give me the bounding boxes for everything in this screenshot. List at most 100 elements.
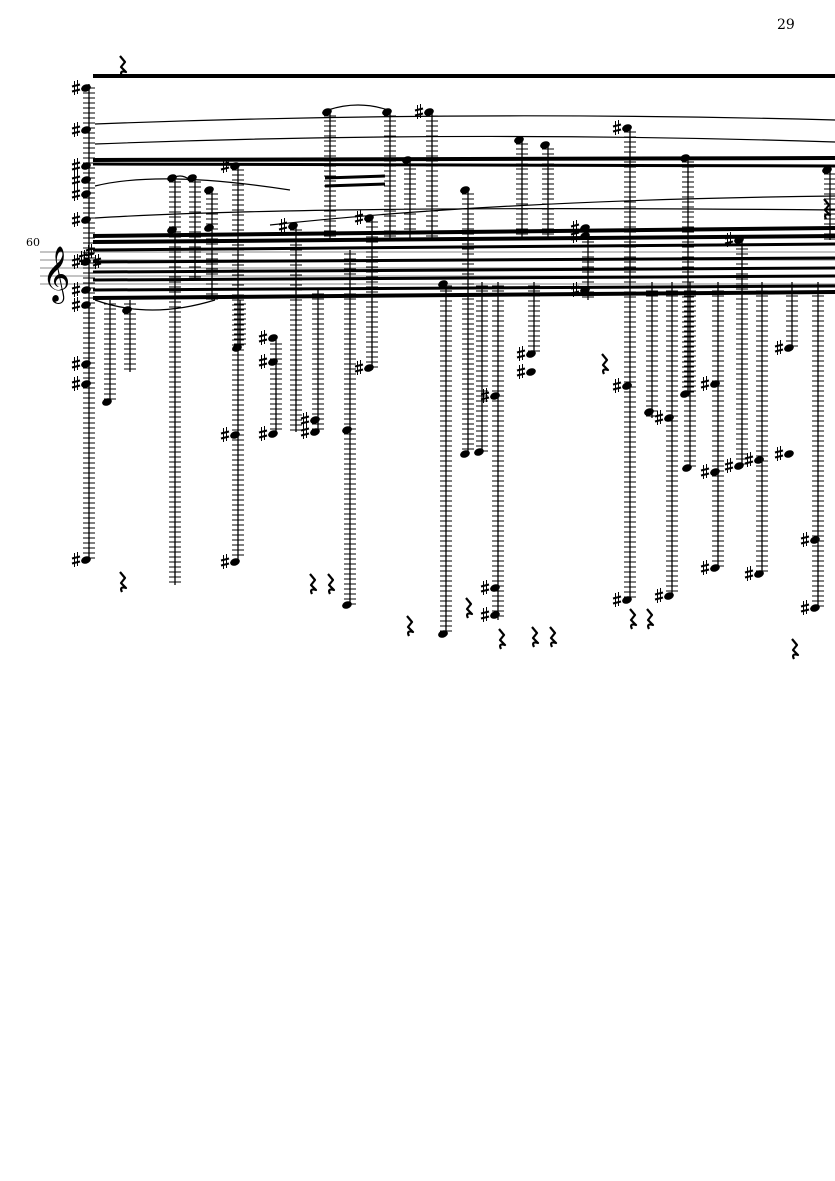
sharp-stroke [258, 338, 268, 343]
sharp-icon [414, 104, 424, 119]
sharp-icon [774, 340, 784, 355]
sharp-icon [724, 232, 734, 247]
notehead [734, 462, 744, 470]
notehead [822, 166, 832, 174]
sharp-stroke [300, 432, 310, 437]
sharp-stroke [71, 215, 81, 220]
sharp-stroke [414, 112, 424, 117]
sharp-stroke [516, 372, 526, 377]
notehead [204, 224, 214, 232]
notehead [81, 380, 91, 388]
sharp-icon [71, 356, 81, 371]
sharp-stroke [744, 460, 754, 465]
sharp-stroke [654, 413, 664, 418]
sharp-icon [354, 360, 364, 375]
sharp-stroke [570, 236, 580, 241]
slurs [94, 104, 835, 311]
sharp-stroke [516, 354, 526, 359]
sharp-stroke [700, 568, 710, 573]
notehead [402, 156, 412, 164]
notehead [230, 162, 240, 170]
sharp-icon [654, 410, 664, 425]
sharp-stroke [774, 449, 784, 454]
notehead [514, 136, 524, 144]
beam [324, 174, 386, 180]
sharp-icon [220, 427, 230, 442]
sharp-stroke [258, 434, 268, 439]
sharp-stroke [414, 107, 424, 112]
notehead [710, 564, 720, 572]
sharp-icon [744, 566, 754, 581]
sharp-stroke [570, 290, 580, 295]
sharp-icon [258, 354, 268, 369]
sharp-icon [220, 554, 230, 569]
slur [94, 115, 835, 125]
sharp-icon [220, 158, 230, 173]
beam [92, 256, 835, 264]
sharp-stroke [300, 420, 310, 425]
notehead [382, 108, 392, 116]
notehead [81, 216, 91, 224]
notehead [438, 630, 448, 638]
sharp-stroke [71, 166, 81, 171]
sharp-stroke [724, 466, 734, 471]
sharp-stroke [744, 569, 754, 574]
sharp-stroke [480, 396, 490, 401]
notehead [784, 450, 794, 458]
sharp-icon [774, 446, 784, 461]
sharp-stroke [71, 88, 81, 93]
sharp-stroke [258, 333, 268, 338]
sharp-stroke [774, 348, 784, 353]
sharp-stroke [71, 220, 81, 225]
notehead [460, 186, 470, 194]
notehead [268, 430, 278, 438]
notehead [364, 364, 374, 372]
sharp-stroke [480, 615, 490, 620]
notehead [342, 601, 352, 609]
notehead [81, 301, 91, 309]
sharp-stroke [71, 305, 81, 310]
sharp-stroke [612, 600, 622, 605]
sharp-stroke [724, 235, 734, 240]
notehead [490, 611, 500, 619]
notehead [490, 584, 500, 592]
notehead [580, 286, 590, 294]
sharp-stroke [85, 252, 95, 257]
notehead [580, 232, 590, 240]
sharp-stroke [570, 231, 580, 236]
sharp-icon [516, 364, 526, 379]
sharp-stroke [220, 161, 230, 166]
sharp-stroke [85, 247, 95, 252]
notehead [230, 431, 240, 439]
notehead [622, 124, 632, 132]
notehead [310, 428, 320, 436]
sharp-icon [300, 424, 310, 439]
notehead [204, 186, 214, 194]
sharp-stroke [744, 574, 754, 579]
sharp-stroke [700, 467, 710, 472]
sharp-icon [71, 297, 81, 312]
notehead [680, 154, 690, 162]
beam [92, 266, 835, 274]
notehead [682, 464, 692, 472]
sharp-icon [71, 172, 81, 187]
beam [92, 156, 835, 162]
sharp-icon [612, 378, 622, 393]
sharp-stroke [71, 130, 81, 135]
notehead [122, 306, 132, 314]
quarter-rest-icon [531, 626, 540, 648]
quarter-rest-icon [498, 628, 507, 650]
quarter-rest-icon [119, 55, 128, 77]
sharp-stroke [800, 608, 810, 613]
sharp-icon [570, 228, 580, 243]
notehead [167, 226, 177, 234]
sharp-stroke [258, 362, 268, 367]
notehead [784, 344, 794, 352]
sharp-icon [71, 254, 81, 269]
treble-clef-icon: 𝄞 [42, 246, 70, 304]
sharp-icon [71, 376, 81, 391]
sharp-stroke [654, 596, 664, 601]
sharp-stroke [774, 343, 784, 348]
sharp-stroke [78, 253, 88, 258]
sharp-stroke [700, 563, 710, 568]
